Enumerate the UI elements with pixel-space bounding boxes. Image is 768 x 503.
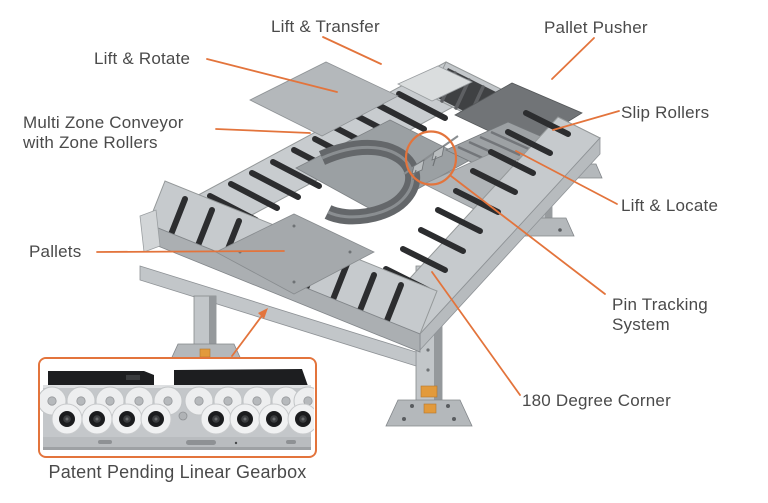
label-pallet-pusher: Pallet Pusher: [544, 18, 648, 37]
label-multi-zone-conveyor: Multi Zone Conveyor with Zone Rollers: [23, 113, 184, 153]
label-lift-locate: Lift & Locate: [621, 196, 719, 215]
leader-lift-rotate: [206, 58, 338, 93]
leader-inset: [231, 312, 265, 357]
leader-lift-locate: [515, 150, 618, 205]
label-180-degree-corner: 180 Degree Corner: [522, 391, 671, 410]
leader-pin-tracking: [450, 175, 606, 295]
multi-zone-conveyor-run: [146, 61, 494, 247]
label-multi-zone-line2: with Zone Rollers: [23, 133, 158, 152]
leader-pallets: [96, 250, 285, 253]
leader-180-corner: [431, 271, 521, 396]
center-units: [249, 61, 563, 225]
lift-transfer-unit: [397, 65, 473, 102]
linear-gearbox-inset: [38, 357, 317, 458]
pallet-edges: [48, 369, 308, 386]
label-pallets: Pallets: [29, 242, 82, 261]
lift-rotate-plate: [249, 61, 399, 137]
label-multi-zone-line1: Multi Zone Conveyor: [23, 113, 184, 132]
pin-tracking-unit: [403, 135, 459, 181]
leader-pallet-pusher: [551, 37, 595, 80]
linear-gearbox-photo: [40, 359, 315, 455]
label-slip-rollers: Slip Rollers: [621, 103, 710, 122]
leader-slip-rollers: [552, 110, 620, 131]
label-pin-tracking-line1: Pin Tracking: [612, 295, 708, 314]
label-lift-rotate: Lift & Rotate: [94, 49, 191, 68]
pin-tracking-highlight-circle: [404, 130, 458, 186]
label-pin-tracking-system: Pin Tracking System: [612, 295, 708, 335]
front-right-run: [377, 110, 601, 352]
leader-lift-transfer: [322, 36, 382, 65]
leader-inset-arrowhead: [258, 308, 268, 319]
leader-multi-zone: [215, 128, 311, 134]
label-pin-tracking-line2: System: [612, 315, 670, 334]
label-lift-transfer: Lift & Transfer: [271, 17, 380, 36]
leader-lines: [96, 36, 620, 396]
bottom-roller-row: [51, 403, 315, 435]
inset-caption: Patent Pending Linear Gearbox: [48, 462, 307, 482]
